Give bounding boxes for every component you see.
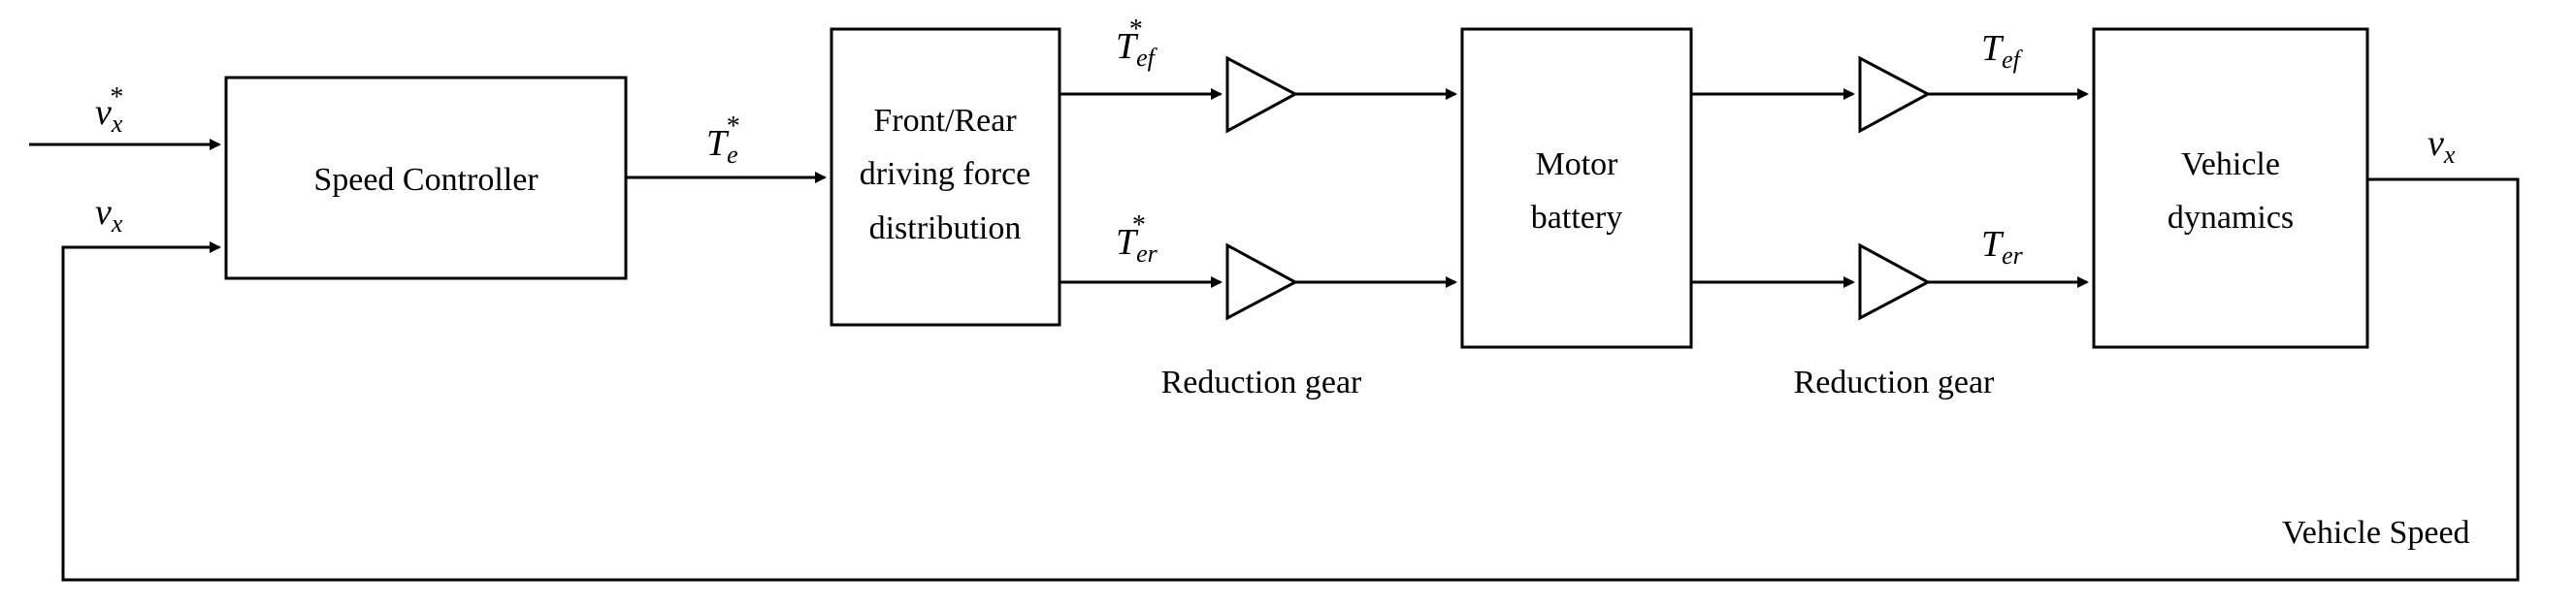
reduction-gear-label-2: Reduction gear [1794,365,1995,400]
distribution-label-line-1: Front/Rear [873,103,1017,139]
motor-battery-label-line-1: Motor [1536,146,1619,182]
distribution-block [830,27,1061,327]
tef-label: Tef [1981,28,2024,74]
motor-battery-block [1460,27,1693,349]
reduction-gear-rear-1 [1225,242,1299,321]
reduction-gear-front-2 [1858,55,1932,134]
reduction-gear-label-1: Reduction gear [1161,365,1362,400]
vehicle-speed-label: Vehicle Speed [2282,515,2470,551]
ter-ref-label: Ter* [1116,210,1158,268]
motor-battery-label-line-2: battery [1531,200,1622,236]
vx-out-label: vx [2428,123,2456,169]
distribution-label-line-2: driving force [860,156,1031,192]
feedback-wire [61,177,2520,582]
ter-label: Ter [1981,224,2024,270]
reduction-gear-rear-2 [1858,242,1932,321]
te-ref-label: Te* [706,112,740,169]
vehicle-dynamics-block [2092,27,2369,349]
vx-fb-label: vx [95,192,123,238]
vx-ref-label: vx* [95,82,123,138]
speed-controller-block [224,76,628,280]
reduction-gear-front-1 [1225,55,1299,134]
distribution-label-line-3: distribution [869,210,1022,246]
vehicle-dynamics-label-line-1: Vehicle [2181,146,2280,182]
speed-controller-label: Speed Controller [313,162,538,198]
tef-ref-label: Tef* [1116,15,1158,72]
vehicle-dynamics-label-line-2: dynamics [2168,200,2294,236]
